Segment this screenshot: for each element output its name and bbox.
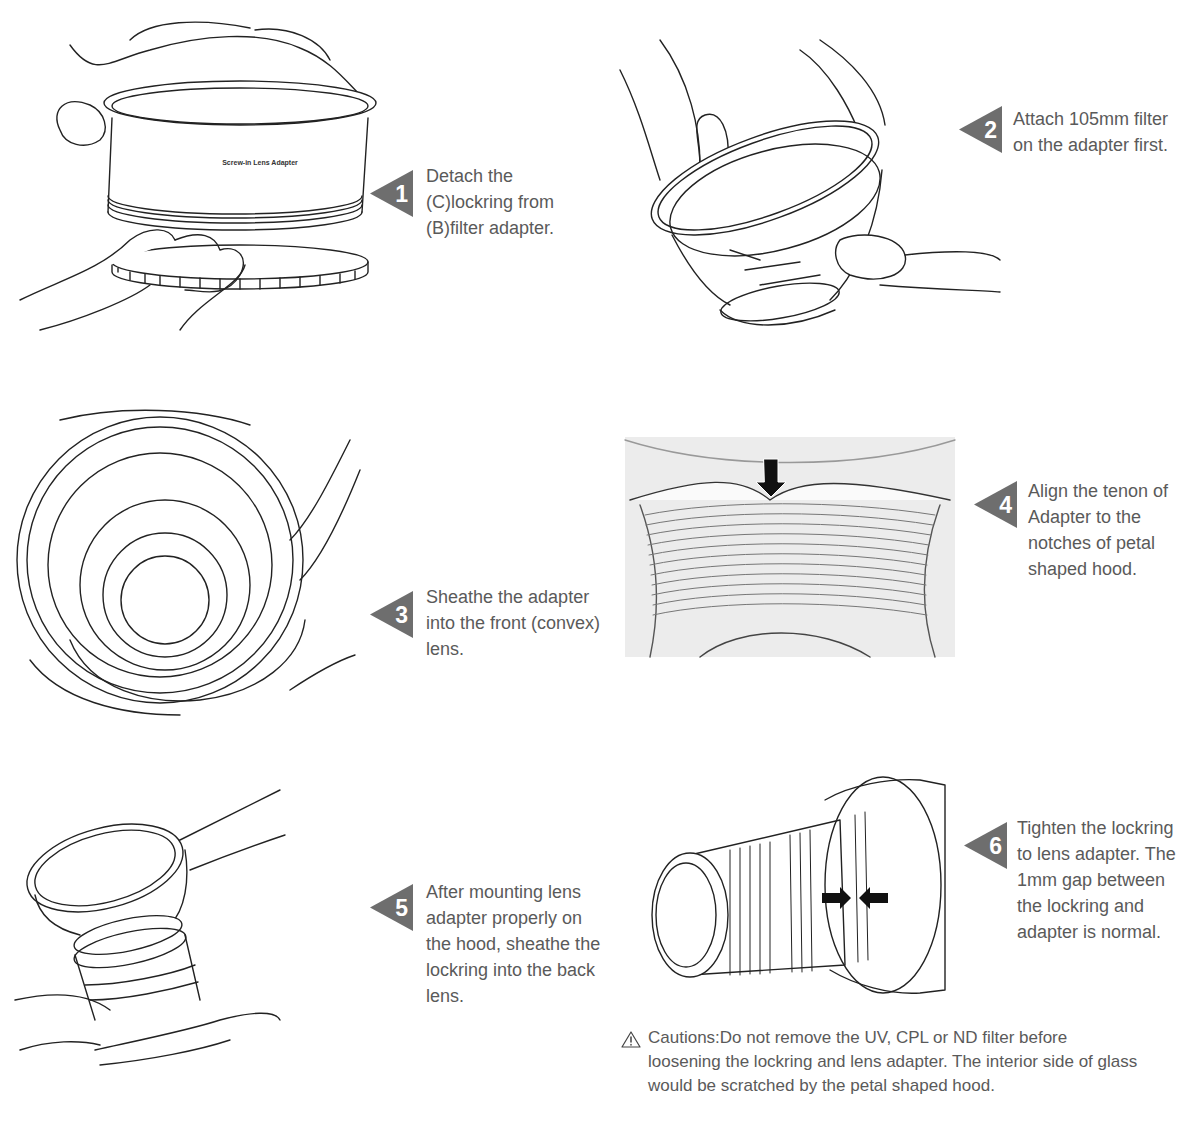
step-text: Sheathe the adapter into the front (conv… xyxy=(426,584,604,662)
step-number: 5 xyxy=(395,896,408,919)
step-badge: 1 xyxy=(370,170,413,217)
step-badge: 2 xyxy=(959,106,1002,153)
step-badge: 6 xyxy=(964,822,1007,869)
step-number: 1 xyxy=(395,182,408,205)
badge-triangle xyxy=(370,884,413,931)
step-badge: 5 xyxy=(370,884,413,931)
step-badge: 3 xyxy=(370,591,413,638)
step-number: 2 xyxy=(984,118,997,141)
step-badge: 4 xyxy=(974,481,1017,528)
step3-illustration xyxy=(17,410,360,715)
step-number: 3 xyxy=(395,603,408,626)
caution-icon xyxy=(622,1032,640,1047)
caution-note: Cautions:Do not remove the UV, CPL or ND… xyxy=(648,1026,1143,1098)
product-print: Screw-in Lens Adapter xyxy=(205,158,315,167)
badge-triangle xyxy=(964,822,1007,869)
step-number: 4 xyxy=(999,493,1012,516)
step-number: 6 xyxy=(989,834,1002,857)
badge-triangle xyxy=(370,591,413,638)
step-text: Align the tenon of Adapter to the notche… xyxy=(1028,478,1188,582)
step6-illustration xyxy=(652,777,945,993)
step2-illustration xyxy=(620,40,1000,328)
step-text: Attach 105mm filter on the adapter first… xyxy=(1013,106,1193,158)
step1-illustration xyxy=(20,22,376,330)
step-text: Tighten the lockring to lens adapter. Th… xyxy=(1017,815,1193,945)
step-text: After mounting lens adapter properly on … xyxy=(426,879,601,1009)
badge-triangle xyxy=(974,481,1017,528)
step5-illustration xyxy=(15,790,285,1065)
badge-triangle xyxy=(959,106,1002,153)
step4-illustration xyxy=(625,437,955,657)
step-text: Detach the (C)lockring from (B)filter ad… xyxy=(426,163,578,241)
badge-triangle xyxy=(370,170,413,217)
